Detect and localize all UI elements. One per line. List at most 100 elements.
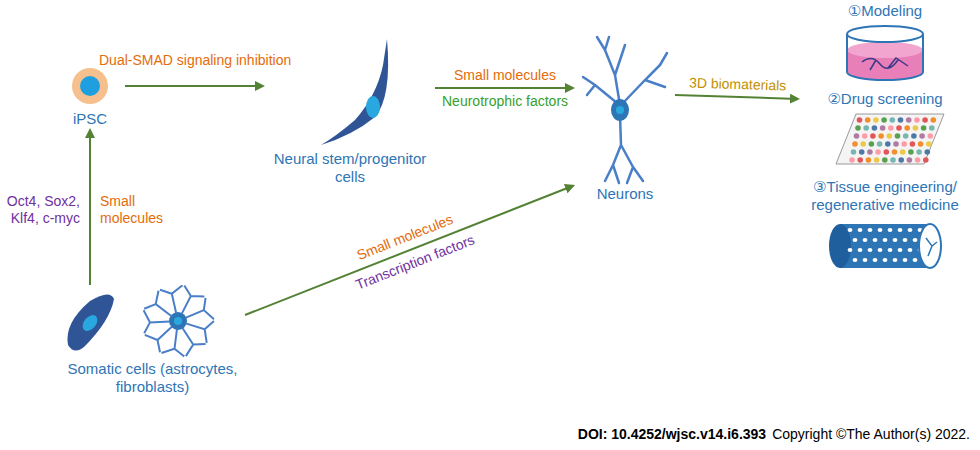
illustration-part: [906, 117, 912, 123]
cell-node: Somatic cells (astrocytes, fibroblasts): [60, 285, 245, 396]
illustration-part: [870, 133, 876, 139]
application-node: ①Modeling: [800, 2, 970, 84]
illustration-part: [611, 99, 629, 121]
illustration-part: [895, 133, 901, 139]
illustration-part: [863, 125, 869, 131]
illustration-part: [898, 157, 904, 163]
factor-label: Neurotrophic factors: [440, 93, 570, 110]
illustration-part: [925, 149, 931, 155]
illustration-part: [898, 117, 904, 123]
illustration-part: [923, 157, 929, 163]
cell-illustration: [800, 110, 970, 170]
illustration-part: [868, 248, 873, 252]
illustration-part: [182, 286, 205, 314]
edge-label: Small molecules: [452, 67, 558, 84]
illustration-part: [857, 157, 863, 163]
illustration-part: [921, 125, 927, 131]
illustration-part: [900, 149, 906, 155]
illustration-part: [908, 149, 914, 155]
edge-label: Dual-SMAD signaling inhibition: [97, 52, 293, 69]
illustration-part: [848, 248, 853, 252]
credit-text: DOI: 10.4252/wjsc.v14.i6.393: [578, 426, 766, 442]
illustration-part: [904, 125, 910, 131]
cell-node: Neurons: [575, 35, 675, 203]
illustration-part: [862, 58, 908, 70]
illustration-part: [877, 141, 883, 147]
illustration-part: [893, 238, 898, 242]
illustration-part: [913, 238, 918, 242]
illustration-part: [851, 149, 857, 155]
illustration-part: [852, 141, 858, 147]
illustration-part: [893, 141, 899, 147]
illustration-part: [847, 42, 923, 58]
illustration-part: [873, 238, 878, 242]
illustration-part: [853, 238, 858, 242]
illustration-part: [884, 149, 890, 155]
illustration-part: [872, 125, 878, 131]
illustration-part: [144, 310, 170, 333]
illustration-part: [890, 117, 896, 123]
cell-illustration: [800, 22, 970, 84]
illustration-part: [878, 228, 883, 232]
illustration-part: [840, 224, 930, 268]
illustration-part: [67, 294, 114, 350]
illustration-part: [911, 133, 917, 139]
illustration-part: [849, 157, 855, 163]
node-label: ③Tissue engineering/ regenerative medici…: [800, 178, 970, 214]
node-label: iPSC: [55, 110, 125, 128]
illustration-part: [616, 106, 624, 114]
cell-illustration: [60, 285, 245, 360]
illustration-part: [880, 125, 886, 131]
illustration-part: [862, 133, 868, 139]
illustration-part: [908, 248, 913, 252]
illustration-part: [913, 125, 919, 131]
cell-illustration: [800, 216, 970, 276]
illustration-part: [858, 228, 863, 232]
arrow-connector: [125, 85, 263, 87]
illustration-part: [865, 117, 871, 123]
illustration-part: [583, 37, 667, 183]
edge-label: Small molecules: [98, 193, 182, 227]
factor-label: Oct4, Sox2, Klf4, c-myc: [0, 193, 82, 227]
illustration-part: [874, 157, 880, 163]
node-label: ②Drug screening: [800, 90, 970, 108]
illustration-part: [868, 228, 873, 232]
illustration-part: [931, 117, 937, 123]
illustration-part: [881, 117, 887, 123]
illustration-part: [160, 285, 183, 313]
arrow-connector: [675, 95, 798, 99]
illustration-part: [859, 149, 865, 155]
node-label: Neural stem/progenitor cells: [265, 150, 435, 186]
illustration-part: [858, 248, 863, 252]
cell-node: iPSC: [55, 62, 125, 128]
illustration-part: [182, 328, 205, 356]
cell-illustration: [55, 62, 125, 110]
node-label: Neurons: [575, 185, 675, 203]
illustration-part: [898, 248, 903, 252]
cell-illustration: [575, 35, 675, 185]
illustration-part: [928, 133, 934, 139]
credit-text: Copyright ©The Author(s) 2022.: [772, 426, 970, 442]
illustration-part: [883, 238, 888, 242]
illustration-part: [185, 298, 214, 319]
illustration-part: [922, 117, 928, 123]
illustration-part: [848, 228, 853, 232]
illustration-part: [903, 238, 908, 242]
illustration-part: [847, 34, 923, 80]
illustration-part: [903, 258, 908, 262]
illustration-part: [898, 228, 903, 232]
illustration-part: [890, 157, 896, 163]
illustration-part: [885, 141, 891, 147]
illustration-part: [80, 312, 101, 334]
arrow-connector: [435, 87, 573, 89]
illustration-part: [847, 26, 923, 42]
application-node: ②Drug screening: [800, 90, 970, 170]
illustration-part: [873, 117, 879, 123]
illustration-part: [873, 258, 878, 262]
illustration-part: [836, 114, 944, 164]
illustration-part: [867, 149, 873, 155]
illustration-part: [366, 96, 380, 118]
illustration-part: [882, 157, 888, 163]
illustration-part: [903, 133, 909, 139]
